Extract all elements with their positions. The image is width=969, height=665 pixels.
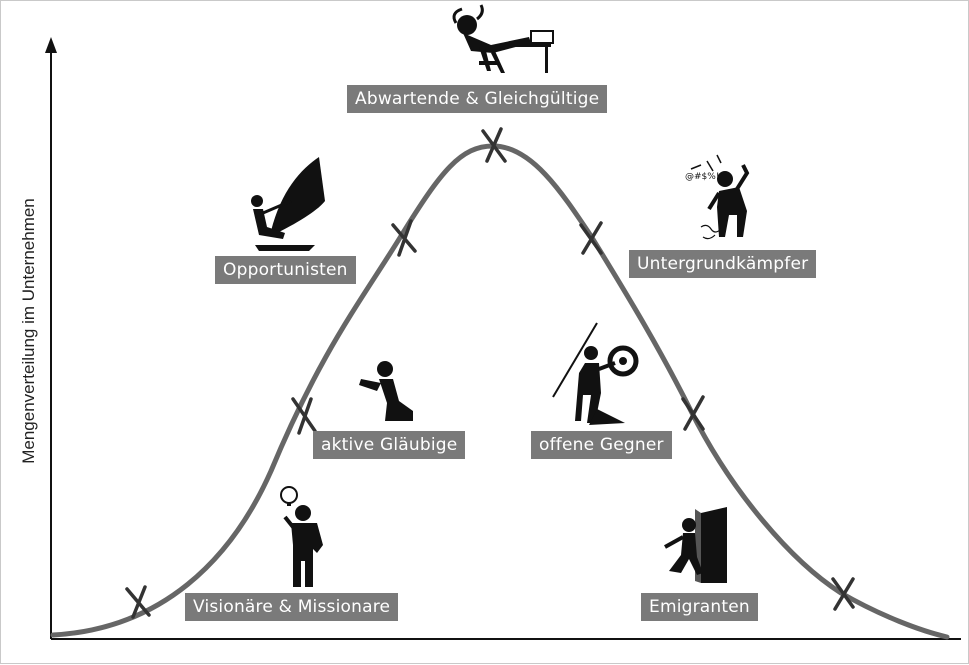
y-axis-arrow-icon [45,37,57,53]
person-reclining-at-desk-icon [452,4,554,73]
label-visionaere-missionare: Visionäre & Missionare [185,593,399,621]
curve-marker [579,221,603,255]
windsurfer-icon [251,157,325,251]
person-with-lightbulb-icon [280,486,323,587]
person-leaving-through-door-icon [664,507,727,583]
curve-marker [681,395,705,431]
curve-markers [125,127,855,619]
label-opportunisten: Opportunisten [215,256,356,284]
label-untergrundkaempfer: Untergrundkämpfer [629,250,817,278]
kneeling-person-icon [359,361,413,421]
bell-curve [50,143,950,640]
curve-marker [291,397,317,435]
curve-marker [831,577,855,611]
angry-person-with-scribbles-icon: @#$%! [685,154,750,240]
label-offene-gegner: offene Gegner [531,431,672,459]
curve-marker [391,219,417,257]
spear-and-shield-warrior-icon [552,322,639,425]
curve-marker [481,127,507,163]
curve-marker [125,585,151,619]
label-aktive-glaeubige: aktive Gläubige [313,431,466,459]
svg-text:@#$%!: @#$%! [685,172,719,182]
label-emigranten: Emigranten [641,593,758,621]
y-axis-label: Mengenverteilung im Unternehmen [19,198,38,464]
label-abwartende: Abwartende & Gleichgültige [347,85,608,113]
